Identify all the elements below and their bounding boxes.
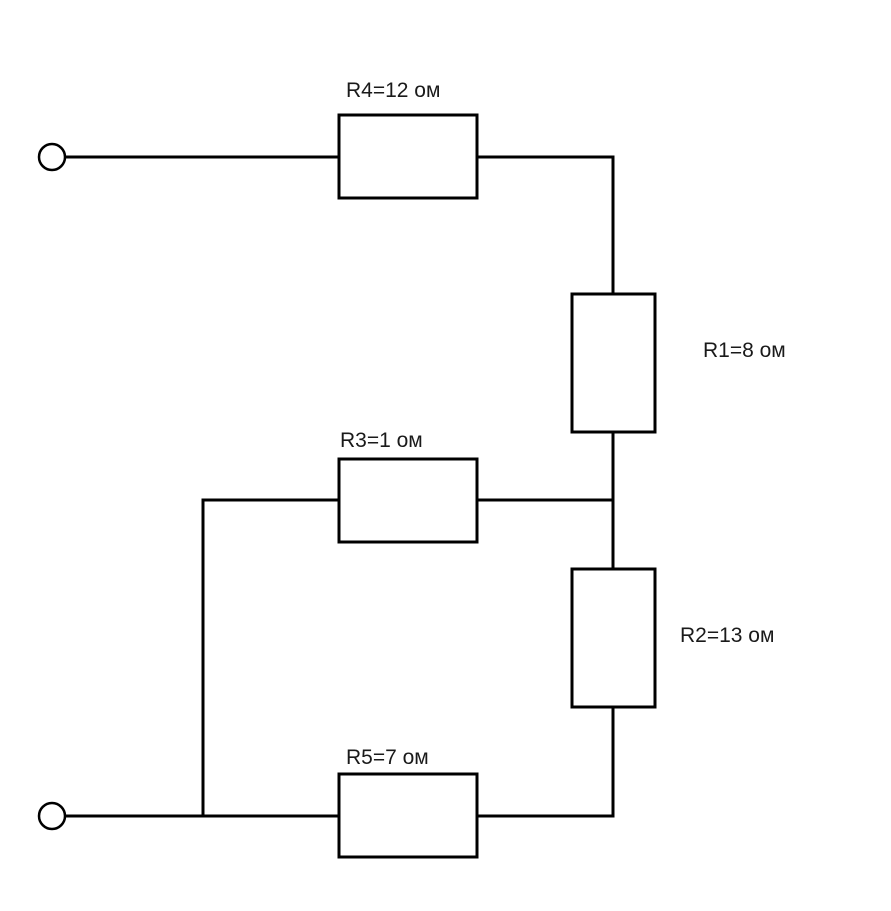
terminal-bottom (37, 801, 67, 831)
resistor-r3 (337, 457, 479, 544)
label-r2: R2=13 ом (680, 624, 774, 647)
label-r1: R1=8 ом (703, 339, 786, 362)
label-r4: R4=12 ом (346, 79, 440, 102)
label-r5: R5=7 ом (346, 746, 429, 769)
resistor-r2 (570, 567, 657, 709)
label-r3: R3=1 ом (340, 429, 423, 452)
resistor-r5 (337, 772, 479, 859)
terminal-top (37, 142, 67, 172)
resistor-r1 (570, 292, 657, 434)
wires (64, 155, 615, 818)
resistor-r4 (337, 113, 479, 200)
